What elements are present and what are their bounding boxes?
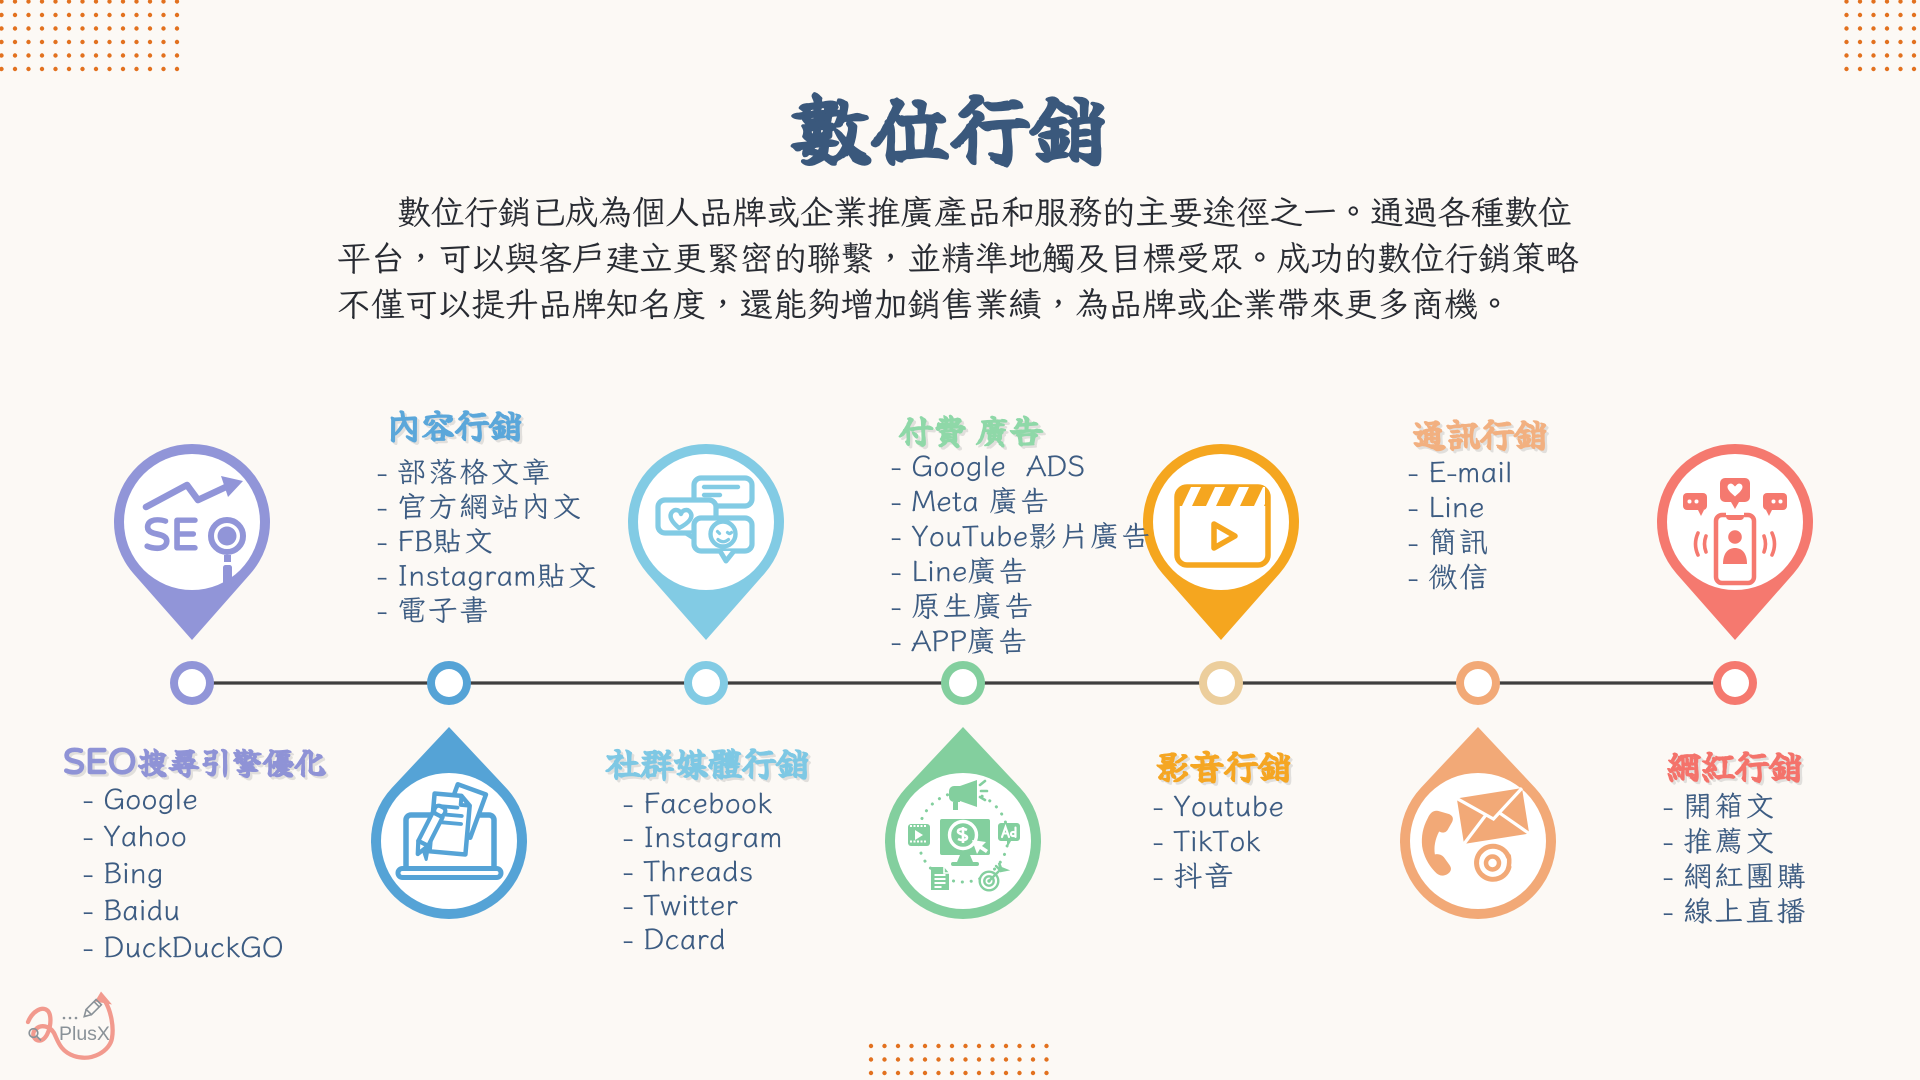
svg-text:PlusX: PlusX xyxy=(59,1023,110,1045)
